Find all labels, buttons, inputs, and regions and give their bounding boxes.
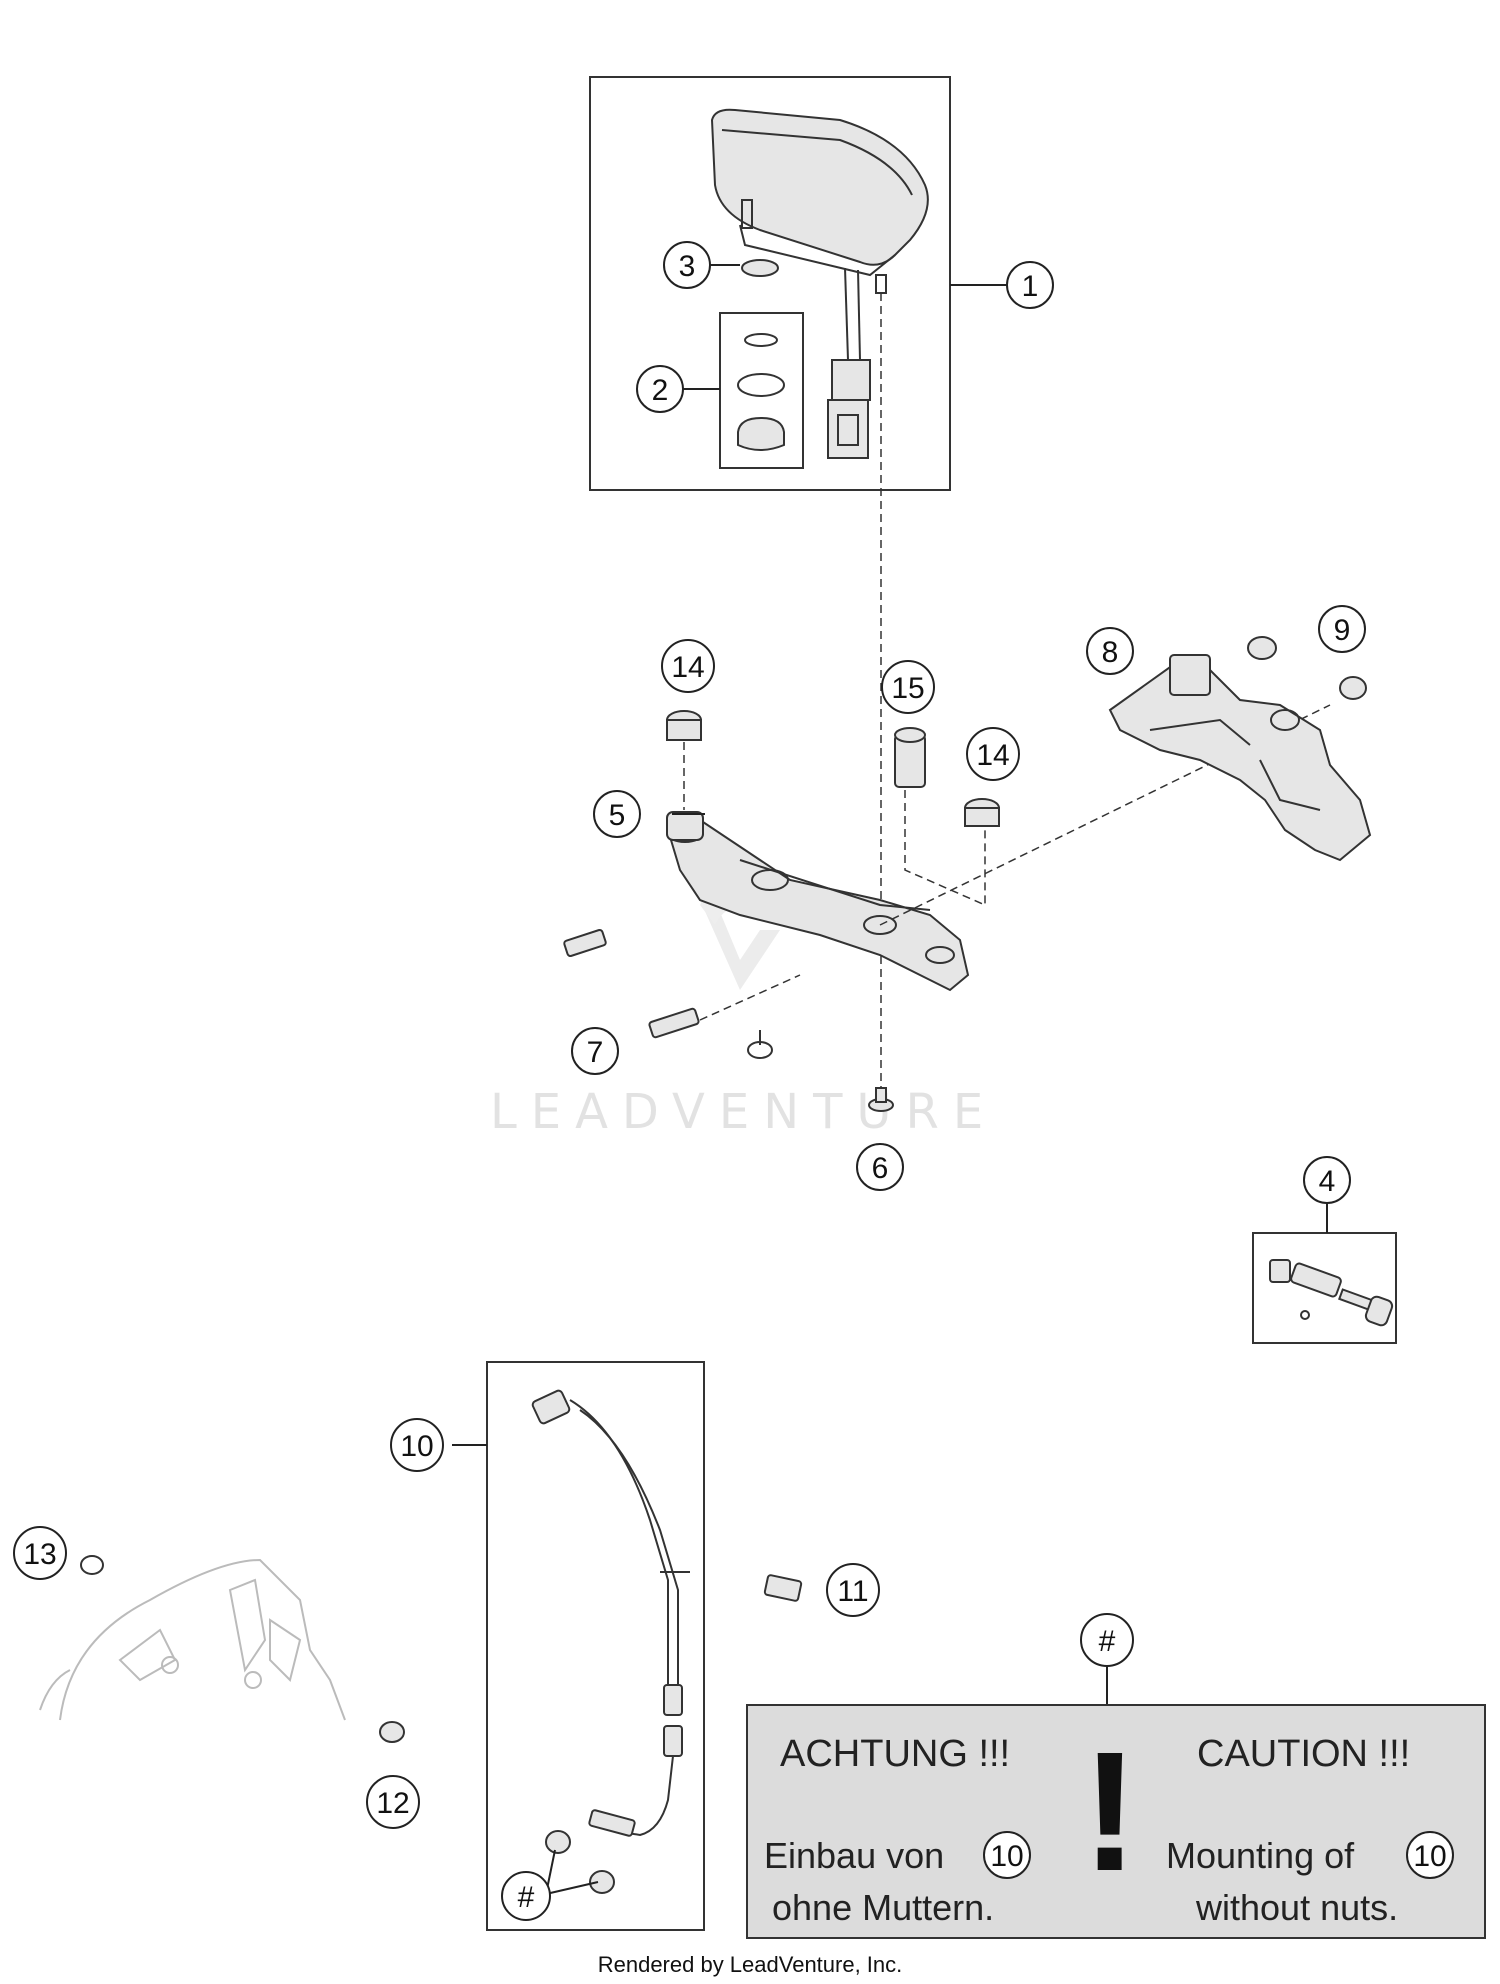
callout-hash-group[interactable]: # [501, 1871, 551, 1921]
callout-4[interactable]: 4 [1303, 1156, 1351, 1204]
callout-5[interactable]: 5 [593, 790, 641, 838]
ignition-bracket [1108, 636, 1372, 862]
callout-2-label: 2 [652, 374, 669, 407]
callout-11[interactable]: 11 [826, 1563, 880, 1617]
bolt-part-7-upper [563, 928, 607, 958]
sensor-cable-frame [486, 1361, 705, 1931]
callout-hash-top-label: # [1099, 1625, 1116, 1658]
callout-12-label: 12 [376, 1787, 409, 1820]
callout-6-label: 6 [872, 1152, 889, 1185]
caution-de-line2: ohne Muttern. [772, 1887, 994, 1928]
callout-1[interactable]: 1 [1006, 261, 1054, 309]
sensor-cable-group [486, 1361, 705, 1931]
connector-plug [831, 359, 871, 401]
callout-11-label: 11 [837, 1575, 868, 1608]
lock-set-group [1252, 1232, 1397, 1344]
caution-title-de: ACHTUNG !!! [780, 1733, 1010, 1775]
callout-hash-group-label: # [518, 1881, 535, 1914]
callout-9-label: 9 [1334, 614, 1351, 647]
caution-en-line2: without nuts. [1195, 1887, 1398, 1928]
callout-8[interactable]: 8 [1086, 627, 1134, 675]
watermark-text: LEADVENTURE [490, 1084, 997, 1140]
clip-part-11 [763, 1574, 803, 1602]
caution-en-ref: 10 [1413, 1840, 1446, 1873]
callout-2[interactable]: 2 [636, 365, 684, 413]
callout-10-label: 10 [400, 1430, 433, 1463]
instrument-cluster-housing [710, 108, 929, 266]
callout-1-label: 1 [1022, 270, 1039, 303]
caution-de-line1: Einbau von [764, 1835, 944, 1876]
seal-kit-frame [719, 312, 804, 469]
callout-15-label: 15 [891, 672, 924, 705]
callout-5-label: 5 [609, 799, 626, 832]
callout-4-label: 4 [1319, 1165, 1336, 1198]
caution-box: ACHTUNG !!! CAUTION !!! ! Einbau von 10 … [746, 1704, 1486, 1939]
caution-de-ref: 10 [990, 1840, 1023, 1873]
caution-title-en: CAUTION !!! [1197, 1733, 1410, 1775]
callout-10[interactable]: 10 [390, 1418, 444, 1472]
ignition-key [1364, 1295, 1394, 1327]
callout-6[interactable]: 6 [856, 1143, 904, 1191]
exclamation-mark: ! [1082, 1717, 1139, 1907]
caution-box-frame [746, 1704, 1486, 1939]
callout-3[interactable]: 3 [663, 241, 711, 289]
ignition-lock-bracket [1108, 658, 1372, 862]
callout-14-left-label: 14 [671, 651, 704, 684]
instrument-cluster-frame [589, 76, 951, 491]
grommet-part-3 [741, 259, 779, 277]
leader-lines [452, 264, 1328, 1895]
callout-8-label: 8 [1102, 636, 1119, 669]
bolt-part-7-lower [648, 1007, 700, 1039]
brake-disc-outline [39, 1558, 346, 1721]
caution-en-line1: Mounting of [1166, 1835, 1355, 1876]
callout-15[interactable]: 15 [881, 660, 935, 714]
callout-hash-top[interactable]: # [1080, 1613, 1134, 1667]
footer-credit: Rendered by LeadVenture, Inc. [598, 1952, 903, 1977]
instrument-cluster-group [589, 76, 951, 1090]
callout-12[interactable]: 12 [366, 1775, 420, 1829]
nut-part-9-b [1339, 676, 1367, 700]
nut-part-9-a [1247, 636, 1277, 660]
bracket-assembly [563, 704, 1331, 1112]
callout-13[interactable]: 13 [13, 1526, 67, 1580]
bushing-part-12 [379, 1721, 405, 1743]
callout-7[interactable]: 7 [571, 1027, 619, 1075]
ring-part-13 [80, 1555, 104, 1575]
callout-13-label: 13 [23, 1538, 56, 1571]
callout-14-right[interactable]: 14 [966, 727, 1020, 781]
callout-14-left[interactable]: 14 [661, 639, 715, 693]
seal-nut [737, 416, 785, 451]
nut-hash-b [589, 1870, 615, 1894]
callout-9[interactable]: 9 [1318, 605, 1366, 653]
callout-7-label: 7 [587, 1036, 604, 1069]
triple-clamp-bracket [666, 818, 970, 992]
lock-set-frame [1252, 1232, 1397, 1344]
sensor-threaded-tip [588, 1809, 636, 1837]
nut-hash-a [545, 1830, 571, 1854]
callout-14-right-label: 14 [976, 739, 1009, 772]
callout-3-label: 3 [679, 250, 696, 283]
